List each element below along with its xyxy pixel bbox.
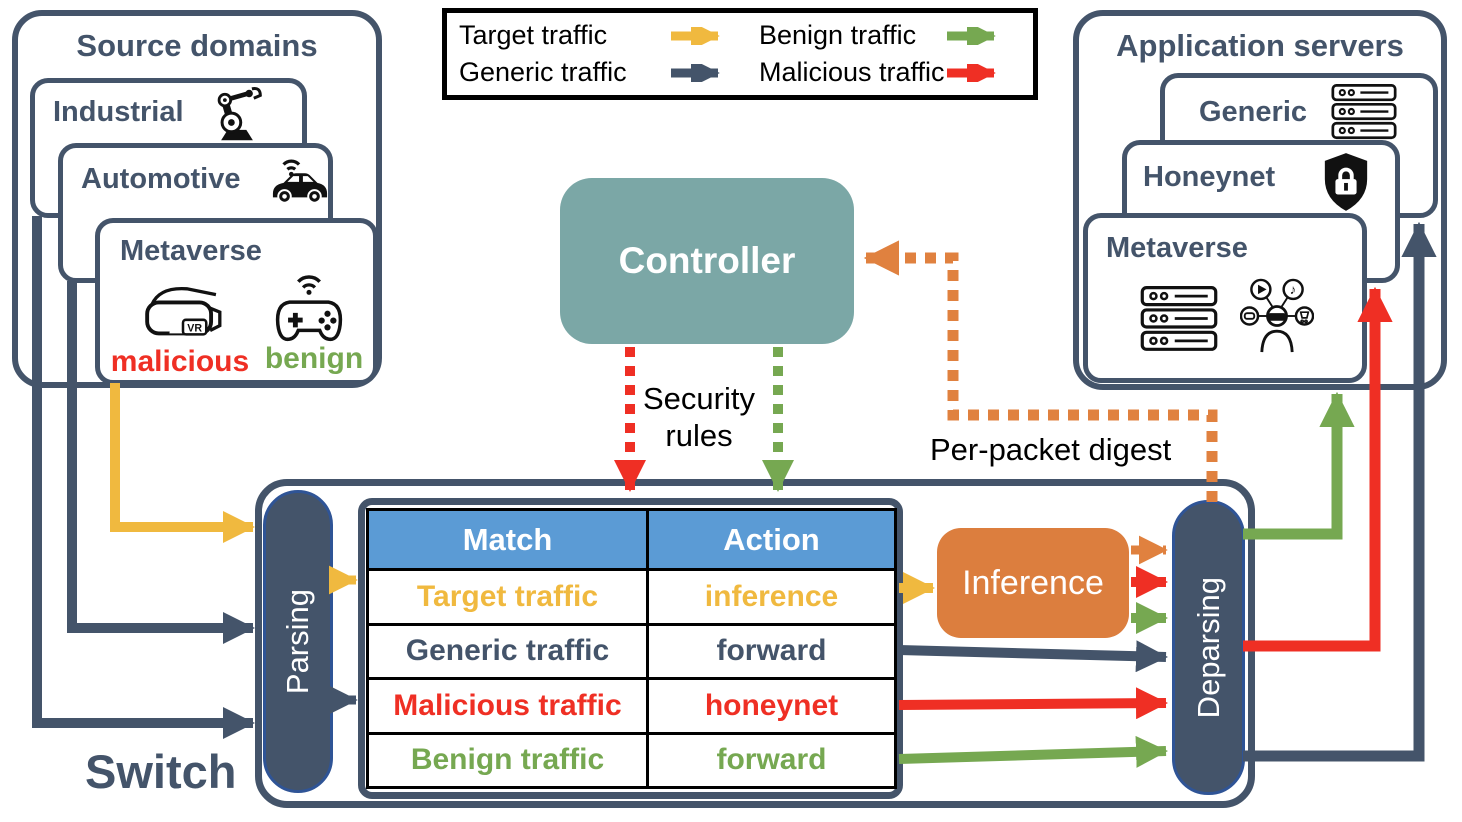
match-cell-benign: Benign traffic — [369, 734, 646, 786]
match-cell-malicious: Malicious traffic — [369, 680, 646, 732]
match-action-table: Match Action Target traffic inference Ge… — [366, 508, 897, 789]
action-cell-inference: inference — [649, 571, 894, 623]
malicious-label: malicious — [110, 345, 250, 378]
source-domains-title: Source domains — [76, 28, 318, 63]
server-stack-icon — [1331, 84, 1397, 140]
robot-arm-icon — [217, 87, 262, 141]
generic-traffic-arrow-icon — [671, 63, 720, 82]
deparsing-pill: Deparsing — [1172, 500, 1245, 795]
parsing-pill: Parsing — [263, 490, 333, 793]
match-cell-generic: Generic traffic — [369, 625, 646, 677]
deparsing-label: Deparsing — [1190, 576, 1226, 719]
legend-item-target-traffic: Target traffic — [459, 20, 759, 51]
application-servers-title: Application servers — [1116, 28, 1404, 63]
server-stack-icon — [1140, 286, 1218, 351]
switch-label: Switch — [85, 745, 237, 798]
action-cell-forward-generic: forward — [649, 625, 894, 677]
match-header: Match — [369, 511, 646, 568]
source-card-metaverse: Metaverse VR malicious benign — [95, 218, 378, 385]
generic-servers-label: Generic — [1199, 96, 1307, 128]
metaverse-user-icon: ♪ — [1240, 278, 1314, 353]
malicious-traffic-arrow-icon — [946, 63, 996, 82]
action-cell-forward-benign: forward — [649, 734, 894, 786]
legend-label: Target traffic — [459, 20, 608, 50]
legend-item-generic-traffic: Generic traffic — [459, 57, 759, 88]
benign-arrow-deparsing-to-metaverse-servers — [1243, 391, 1355, 540]
connected-car-icon — [272, 159, 328, 204]
controller-box: Controller — [560, 178, 854, 344]
security-rules-label: Security rules — [643, 381, 755, 453]
action-header: Action — [649, 511, 894, 568]
benign-label: benign — [264, 342, 364, 375]
legend-label: Generic traffic — [459, 57, 627, 87]
parsing-label: Parsing — [280, 588, 315, 695]
legend-label: Benign traffic — [759, 20, 917, 50]
metaverse-servers-label: Metaverse — [1106, 232, 1248, 264]
inference-label: Inference — [962, 563, 1104, 602]
controller-label: Controller — [618, 240, 796, 281]
legend-box: Target traffic Benign traffic Generic tr… — [442, 8, 1038, 100]
vr-headset-icon: VR — [145, 286, 222, 336]
legend-item-benign-traffic: Benign traffic — [759, 20, 1035, 51]
target-traffic-arrow-metaverse-to-parsing — [110, 383, 255, 543]
vr-badge: VR — [187, 322, 202, 334]
app-card-metaverse: Metaverse ♪ — [1083, 213, 1367, 383]
action-cell-honeynet: honeynet — [649, 680, 894, 732]
match-cell-target: Target traffic — [369, 571, 646, 623]
game-controller-icon — [275, 275, 343, 342]
benign-traffic-arrow-icon — [946, 26, 996, 45]
honeynet-label: Honeynet — [1143, 161, 1276, 193]
automotive-label: Automotive — [81, 163, 241, 195]
inference-box: Inference — [937, 528, 1129, 638]
per-packet-digest-label: Per-packet digest — [930, 432, 1172, 467]
target-traffic-arrow-icon — [671, 26, 720, 45]
shield-lock-icon — [1324, 153, 1368, 211]
legend-item-malicious-traffic: Malicious traffic — [759, 57, 1035, 88]
legend-label: Malicious traffic — [759, 57, 945, 87]
metaverse-label: Metaverse — [120, 235, 262, 267]
industrial-label: Industrial — [53, 96, 184, 128]
svg-text:♪: ♪ — [1290, 282, 1297, 297]
